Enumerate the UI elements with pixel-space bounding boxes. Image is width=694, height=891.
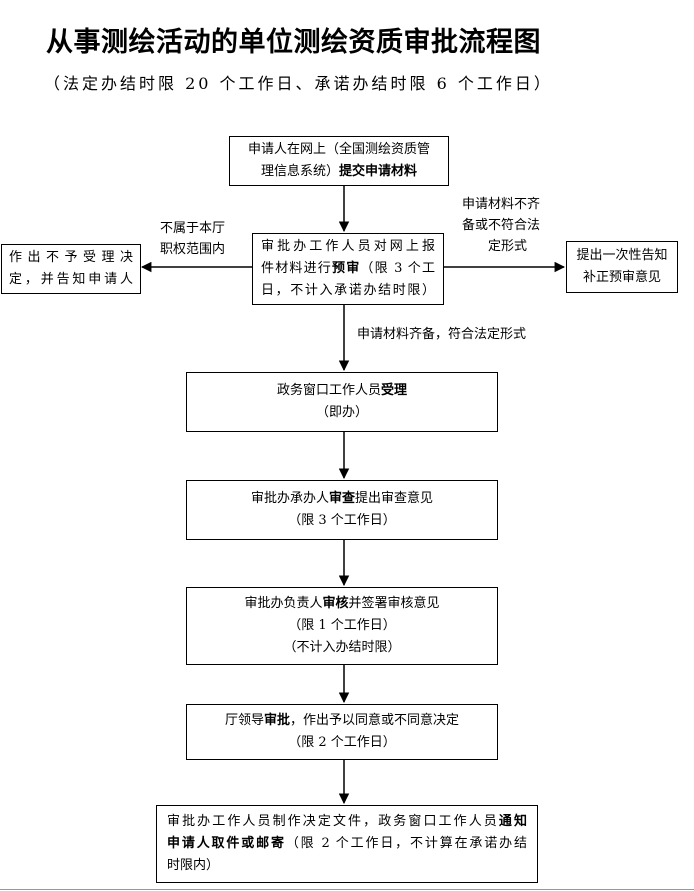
notify-correction-box: 提出一次性告知 补正预审意见	[566, 241, 678, 293]
accept-line-1: 政务窗口工作人员受理	[276, 383, 408, 398]
page-subtitle: （法定办结时限 20 个工作日、承诺办结时限 6 个工作日）	[44, 74, 553, 93]
correction-line-1: 提出一次性告知	[576, 248, 668, 263]
approve-line-1: 厅领导审批，作出予以同意或不同意决定	[224, 713, 460, 728]
approve-line-2: （限 2 个工作日）	[288, 735, 396, 750]
complete-materials-label: 申请材料齐备，符合法定形式	[357, 327, 527, 342]
audit-box: 审批办负责人审核并签署审核意见 （限 1 个工作日） （不计入办结时限）	[186, 587, 498, 665]
audit-line-2: （限 1 个工作日）	[288, 618, 396, 633]
approve-box: 厅领导审批，作出予以同意或不同意决定 （限 2 个工作日）	[186, 704, 498, 760]
audit-line-3: （不计入办结时限）	[283, 640, 401, 655]
final-line-3: 时限内）	[167, 858, 220, 873]
reject-line-2: 定，并告知申请人	[9, 272, 133, 287]
submit-line-2: 理信息系统）提交申请材料	[260, 164, 418, 179]
accept-box: 政务窗口工作人员受理 （即办）	[186, 372, 498, 432]
audit-line-1: 审批办负责人审核并签署审核意见	[244, 596, 440, 611]
submit-materials-box: 申请人在网上（全国测绘资质管 理信息系统）提交申请材料	[229, 136, 449, 186]
review-box: 审批办承办人审查提出审查意见 （限 3 个工作日）	[186, 480, 498, 540]
precheck-box: 审批办工作人员对网上报 件材料进行预审（限 3 个工 日，不计入承诺办结时限）	[252, 233, 444, 305]
review-line-1: 审批办承办人审查提出审查意见	[250, 491, 434, 506]
precheck-line-2: 件材料进行预审（限 3 个工	[261, 261, 435, 276]
bottom-rule	[0, 889, 694, 890]
reject-line-1: 作出不予受理决	[9, 250, 133, 265]
review-line-2: （限 3 个工作日）	[288, 513, 396, 528]
final-line-1: 审批办工作人员制作决定文件，政务窗口工作人员通知	[167, 814, 527, 829]
reject-box: 作出不予受理决 定，并告知申请人	[1, 244, 141, 294]
precheck-line-1: 审批办工作人员对网上报	[261, 239, 435, 254]
out-of-scope-label: 不属于本厅 职权范围内	[160, 221, 226, 257]
correction-line-2: 补正预审意见	[582, 270, 661, 285]
precheck-line-3: 日，不计入承诺办结时限）	[261, 283, 435, 298]
page-title: 从事测绘活动的单位测绘资质审批流程图	[46, 27, 541, 58]
final-box: 审批办工作人员制作决定文件，政务窗口工作人员通知 申请人取件或邮寄（限 2 个工…	[156, 805, 538, 883]
accept-line-2: （即办）	[315, 405, 368, 420]
submit-line-1: 申请人在网上（全国测绘资质管	[247, 142, 430, 157]
final-line-2: 申请人取件或邮寄（限 2 个工作日，不计算在承诺办结	[167, 836, 527, 851]
incomplete-materials-label: 申请材料不齐 备或不符合法 定形式	[462, 197, 541, 254]
